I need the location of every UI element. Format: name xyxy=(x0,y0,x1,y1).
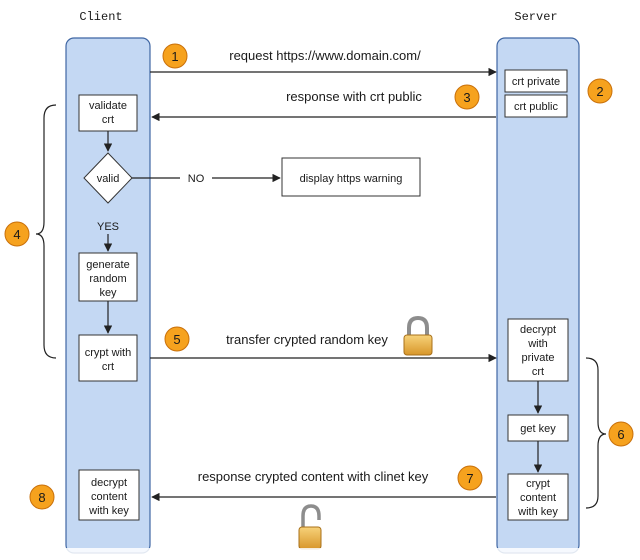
validate-crt-label: crt xyxy=(102,114,114,126)
yes-label: YES xyxy=(97,221,119,233)
generate-key-label: key xyxy=(99,287,117,299)
decrypt-content-box xyxy=(78,469,140,521)
response-crt-label: response with crt public xyxy=(286,89,422,104)
response-content-label: response crypted content with clinet key xyxy=(198,469,429,484)
unlocked-padlock-icon xyxy=(298,504,322,550)
step-8-number: 8 xyxy=(38,490,45,505)
bottom-fade xyxy=(0,548,640,560)
step-6-number: 6 xyxy=(617,427,624,442)
crt-public-box xyxy=(504,94,568,118)
server-steps-brace xyxy=(585,357,607,509)
step-1-number: 1 xyxy=(171,49,178,64)
step-4-badge xyxy=(4,221,30,247)
crypt-content-box xyxy=(507,473,569,521)
step-2-badge xyxy=(587,78,613,104)
client-title: Client xyxy=(79,10,122,24)
step-3-badge xyxy=(454,84,480,110)
decrypt-private-label: private xyxy=(521,352,554,364)
crypt-crt-label: crt xyxy=(102,361,114,373)
step-6-badge xyxy=(608,421,634,447)
step-4-number: 4 xyxy=(13,227,20,242)
validate-crt-box xyxy=(78,94,138,132)
decrypt-content-label: content xyxy=(91,491,127,503)
no-label-bg xyxy=(180,168,212,186)
valid-label: valid xyxy=(97,173,120,185)
transfer-key-label: transfer crypted random key xyxy=(226,332,388,347)
generate-key-box xyxy=(78,252,138,302)
decrypt-private-box xyxy=(507,318,569,382)
step-7-badge xyxy=(457,465,483,491)
no-label: NO xyxy=(188,173,205,185)
validate-label: validate xyxy=(89,100,127,112)
client-steps-brace xyxy=(35,104,57,359)
crt-private-label: crt private xyxy=(512,76,560,88)
step-7-number: 7 xyxy=(466,471,473,486)
step-5-badge xyxy=(164,326,190,352)
crypt-content-crypt-label: crypt xyxy=(526,478,550,490)
valid-decision xyxy=(83,152,133,204)
crypt-content-label: content xyxy=(520,492,556,504)
step-1-badge xyxy=(162,43,188,69)
crypt-with-label: crypt with xyxy=(85,347,131,359)
get-key-label: get key xyxy=(520,423,556,435)
step-2-number: 2 xyxy=(596,84,603,99)
crt-public-label: crt public xyxy=(514,101,559,113)
get-key-box xyxy=(507,414,569,442)
crypt-with-crt-box xyxy=(78,334,138,382)
decrypt-crt-label: crt xyxy=(532,366,544,378)
step-8-badge xyxy=(29,484,55,510)
crypt-content-key-label: with key xyxy=(517,506,558,518)
step-5-number: 5 xyxy=(173,332,180,347)
server-title: Server xyxy=(514,10,557,24)
https-warning-box xyxy=(281,157,421,197)
generate-random-label: random xyxy=(89,273,126,285)
decrypt-content-key-label: with key xyxy=(88,505,129,517)
decrypt-label: decrypt xyxy=(520,324,556,336)
decrypt-with-label: with xyxy=(527,338,548,350)
https-warning-label: display https warning xyxy=(300,173,403,185)
locked-padlock-icon xyxy=(403,315,433,356)
crt-private-box xyxy=(504,69,568,93)
request-label: request https://www.domain.com/ xyxy=(229,48,421,63)
step-3-number: 3 xyxy=(463,90,470,105)
decrypt-content-decrypt-label: decrypt xyxy=(91,477,127,489)
generate-label: generate xyxy=(86,259,129,271)
